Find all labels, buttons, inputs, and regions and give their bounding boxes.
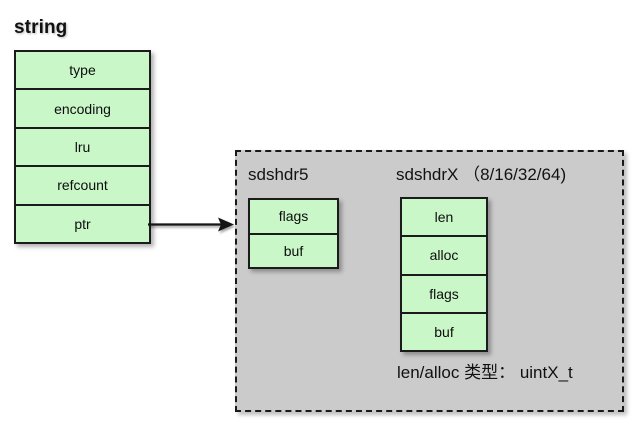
struct-field-ptr: ptr [16, 205, 149, 243]
arrow-right-icon [148, 217, 234, 232]
sdshdrx-title: sdshdrX （8/16/32/64) [396, 165, 567, 184]
struct-field-type: type [16, 52, 149, 91]
page-title: string [14, 17, 68, 38]
sdshdrx-field-buf: buf [402, 313, 486, 350]
sdshdr5-struct: flags buf [248, 198, 339, 269]
sdshdrx-field-len: len [402, 199, 486, 238]
struct-field-refcount: refcount [16, 167, 149, 206]
sdshdr5-field-flags: flags [250, 200, 337, 235]
sdshdr5-field-buf: buf [250, 234, 337, 267]
sdshdrx-field-alloc: alloc [402, 237, 486, 276]
sdshdrx-struct: len alloc flags buf [400, 197, 488, 352]
sdshdr5-title: sdshdr5 [248, 165, 309, 184]
struct-field-lru: lru [16, 128, 149, 168]
string-object-struct: type encoding lru refcount ptr [14, 50, 151, 244]
sds-type-note: len/alloc 类型： uintX_t [397, 363, 573, 382]
sdshdrx-field-flags: flags [402, 275, 486, 314]
struct-field-encoding: encoding [16, 90, 149, 129]
